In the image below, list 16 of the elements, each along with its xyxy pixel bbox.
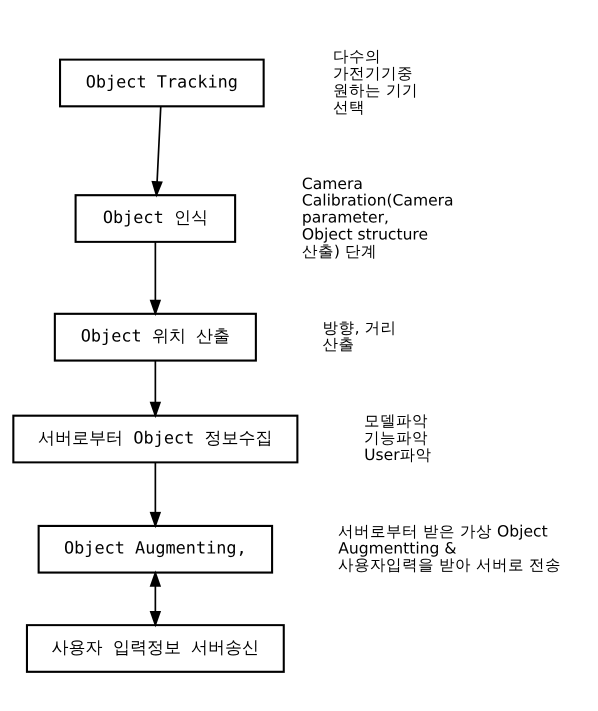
arrow <box>150 360 162 418</box>
node-box: Object Augmenting, <box>38 524 274 574</box>
label: Camera Calibration(Camera parameter, Object structure 산출) 단계 <box>302 174 454 260</box>
arrow <box>150 570 162 627</box>
label: 다수의 가전기기중 원하는 기기 선택 <box>333 47 418 116</box>
label: 방향, 거리 산출 <box>322 318 397 354</box>
node-box: Object Tracking <box>59 58 265 107</box>
arrow <box>150 242 162 316</box>
label: 모델파악 기능파악 User파악 <box>364 412 432 464</box>
arrow <box>150 462 162 528</box>
node-box: 사용자 입력정보 서버송신 <box>26 624 285 672</box>
label: 서버로부터 받은 가상 Object Augmentting & 사용자입력을 받아 서버로 전송 <box>338 522 562 574</box>
node-box: 서버로부터 Object 정보수집 <box>12 414 298 463</box>
arrow <box>151 106 163 198</box>
node-box: Object 위치 산출 <box>54 312 257 362</box>
node-box: Object 인식 <box>74 194 236 242</box>
